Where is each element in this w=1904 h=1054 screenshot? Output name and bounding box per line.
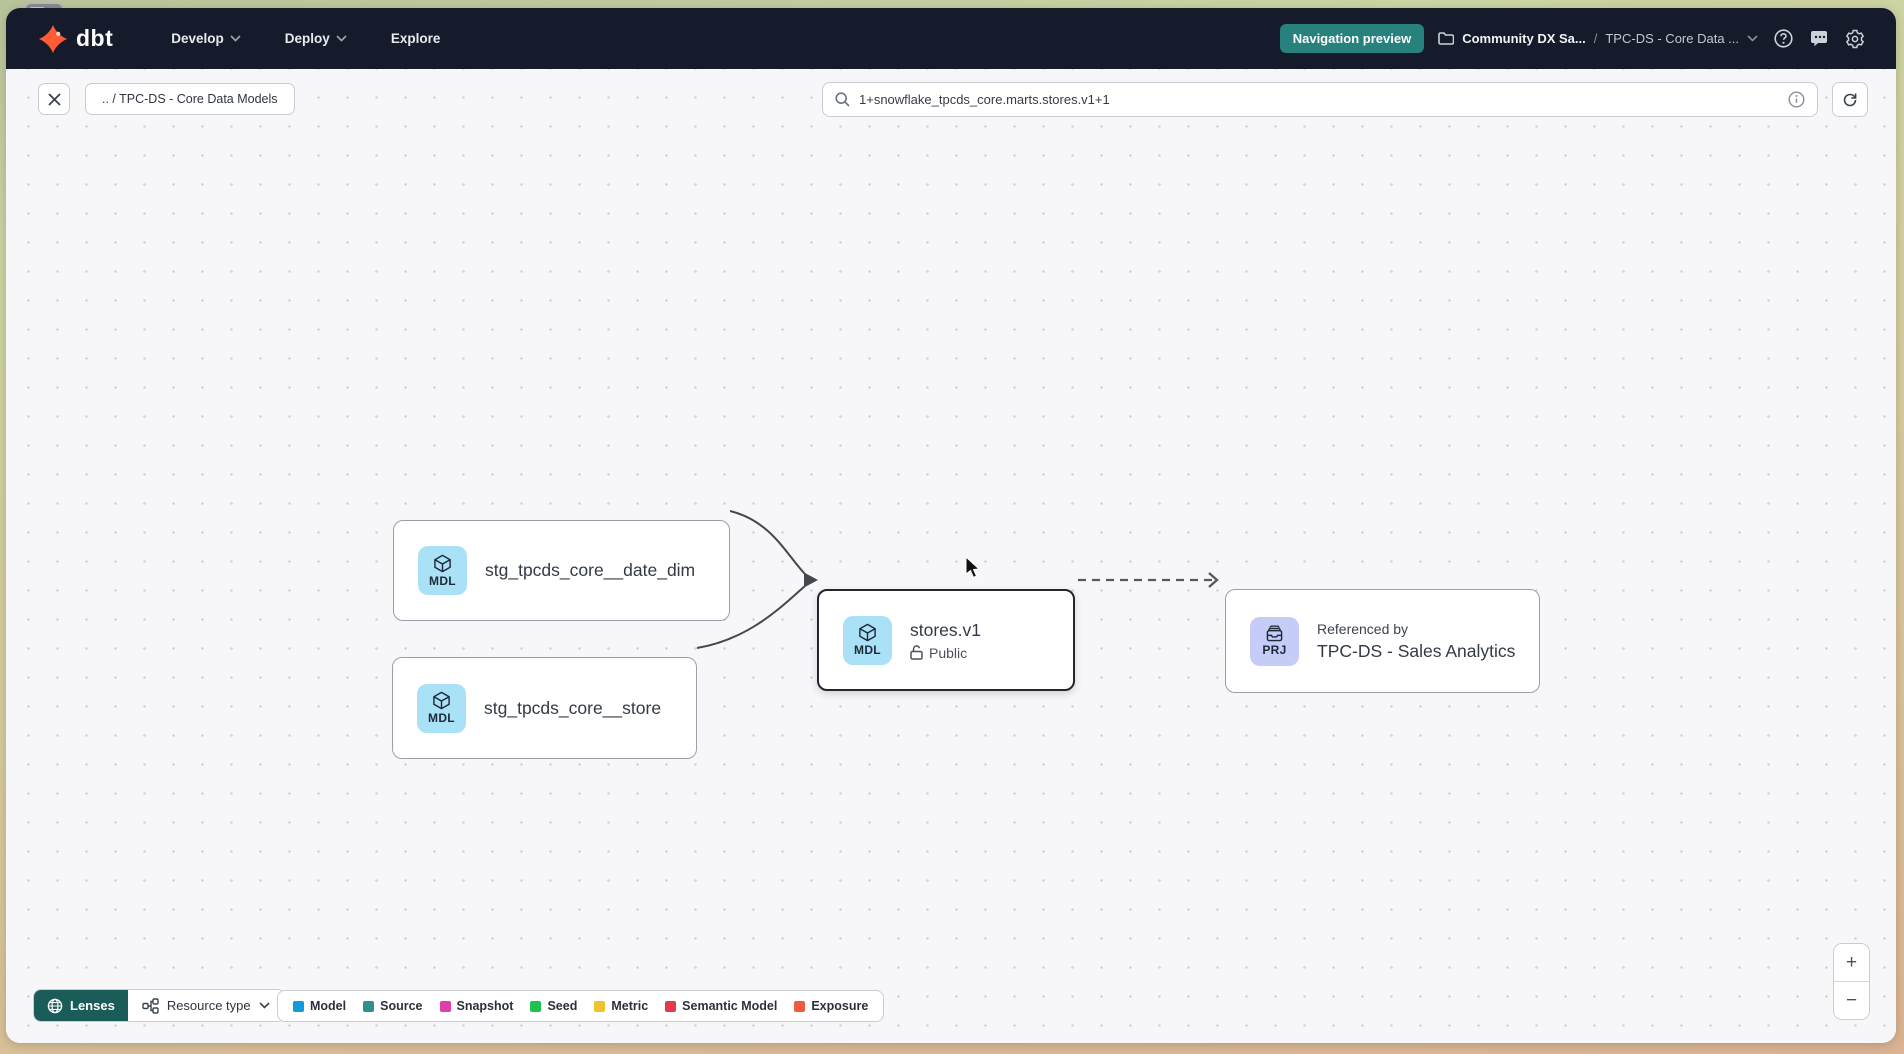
badge-label: PRJ xyxy=(1262,643,1287,657)
badge-label: MDL xyxy=(428,711,455,725)
model-badge: MDL xyxy=(418,546,467,595)
breadcrumb-separator: / xyxy=(1593,31,1598,46)
legend-item-source: Source xyxy=(363,999,423,1013)
legend-swatch xyxy=(665,1000,677,1012)
info-icon[interactable] xyxy=(1788,91,1805,108)
model-badge: MDL xyxy=(843,615,892,665)
node-stg-tpcds-core-date-dim[interactable]: MDL stg_tpcds_core__date_dim xyxy=(393,520,730,621)
project-badge: PRJ xyxy=(1250,616,1299,666)
zoom-controls: + − xyxy=(1833,943,1870,1020)
legend-swatch xyxy=(363,1000,375,1012)
model-badge: MDL xyxy=(417,683,466,733)
legend-label: Semantic Model xyxy=(682,999,778,1013)
legend-item-semantic-model: Semantic Model xyxy=(665,999,777,1013)
breadcrumb-page[interactable]: TPC-DS - Core Data ... xyxy=(1605,31,1739,46)
zoom-in-button[interactable]: + xyxy=(1834,944,1869,982)
feedback-icon[interactable] xyxy=(1808,28,1830,50)
lineage-selector-input[interactable] xyxy=(859,92,1779,107)
lenses-button[interactable]: Lenses xyxy=(34,990,128,1021)
help-icon[interactable] xyxy=(1772,28,1794,50)
lenses-icon xyxy=(47,998,63,1013)
legend-item-exposure: Exposure xyxy=(794,999,868,1013)
breadcrumb-project[interactable]: Community DX Sa... xyxy=(1462,31,1586,46)
chevron-down-icon xyxy=(259,1002,270,1009)
nav-menu-explore-label: Explore xyxy=(390,31,441,46)
cube-icon xyxy=(433,691,450,710)
legend-swatch xyxy=(439,1000,451,1012)
legend-item-model: Model xyxy=(293,999,346,1013)
nav-menu-explore[interactable]: Explore xyxy=(391,31,441,46)
legend-label: Source xyxy=(380,999,423,1013)
close-lineage-button[interactable] xyxy=(38,83,70,115)
node-label: stg_tpcds_core__store xyxy=(484,697,662,718)
resource-type-legend: Model Source Snapshot Seed Metric Semant… xyxy=(277,990,885,1022)
legend-label: Seed xyxy=(547,999,578,1013)
legend-item-seed: Seed xyxy=(530,999,577,1013)
legend-swatch xyxy=(794,1000,806,1012)
search-icon xyxy=(835,92,850,107)
legend-swatch xyxy=(530,1000,542,1012)
node-label: stg_tpcds_core__date_dim xyxy=(485,560,696,580)
resource-type-icon xyxy=(142,997,159,1014)
refresh-icon xyxy=(1843,93,1857,106)
node-label: TPC-DS - Sales Analytics xyxy=(1317,640,1516,661)
badge-label: MDL xyxy=(854,643,881,657)
folder-icon xyxy=(1438,32,1455,45)
refresh-lineage-button[interactable] xyxy=(1832,82,1868,117)
lineage-path-chip[interactable]: .. / TPC-DS - Core Data Models xyxy=(85,83,295,115)
node-stg-tpcds-core-store[interactable]: MDL stg_tpcds_core__store xyxy=(392,657,697,759)
nav-menu-deploy[interactable]: Deploy xyxy=(285,31,347,46)
access-row: Public xyxy=(910,645,981,661)
access-label: Public xyxy=(929,644,968,661)
legend-label: Metric xyxy=(611,999,649,1013)
zoom-out-button[interactable]: − xyxy=(1834,982,1869,1019)
settings-gear-icon[interactable] xyxy=(1844,28,1866,50)
cube-icon xyxy=(434,554,451,572)
app-window: dbt Develop Deploy Explore Navigation pr… xyxy=(6,8,1896,1043)
nav-menu-deploy-label: Deploy xyxy=(284,31,330,46)
chevron-down-icon xyxy=(336,35,347,42)
dbt-logo[interactable]: dbt xyxy=(38,24,113,54)
badge-label: MDL xyxy=(429,573,456,588)
node-stores-v1[interactable]: MDL stores.v1 Public xyxy=(817,589,1075,691)
cube-icon xyxy=(859,623,876,642)
legend-swatch xyxy=(293,1000,304,1012)
top-nav-bar: dbt Develop Deploy Explore Navigation pr… xyxy=(6,8,1896,69)
chevron-down-icon xyxy=(230,35,241,42)
navigation-preview-badge[interactable]: Navigation preview xyxy=(1279,24,1425,53)
node-referenced-by-sales-analytics[interactable]: PRJ Referenced by TPC-DS - Sales Analyti… xyxy=(1225,589,1540,693)
stack-icon xyxy=(1266,625,1283,642)
breadcrumb[interactable]: Community DX Sa... / TPC-DS - Core Data … xyxy=(1438,31,1758,46)
node-sublabel: Referenced by xyxy=(1317,620,1409,637)
legend-label: Snapshot xyxy=(456,999,514,1013)
close-icon xyxy=(47,92,61,106)
legend-swatch xyxy=(594,1000,606,1012)
lenses-label: Lenses xyxy=(70,998,115,1013)
unlock-icon xyxy=(910,645,923,660)
mouse-cursor xyxy=(965,556,981,579)
legend-label: Exposure xyxy=(811,999,869,1013)
chevron-down-icon[interactable] xyxy=(1747,35,1758,42)
legend-item-snapshot: Snapshot xyxy=(439,999,514,1013)
lineage-search-bar[interactable] xyxy=(822,82,1818,117)
resource-type-dropdown[interactable]: Resource type xyxy=(127,990,284,1021)
lineage-edges xyxy=(696,510,1219,649)
lenses-control-group: Lenses Resource type xyxy=(33,989,285,1022)
legend-label: Model xyxy=(310,999,347,1013)
legend-item-metric: Metric xyxy=(594,999,648,1013)
lineage-canvas[interactable]: MDL stg_tpcds_core__date_dim MDL stg_tpc… xyxy=(6,69,1896,1043)
nav-menu-develop[interactable]: Develop xyxy=(171,31,241,46)
resource-type-label: Resource type xyxy=(166,998,251,1013)
dbt-logo-text: dbt xyxy=(76,25,114,51)
dbt-logo-icon xyxy=(38,24,68,53)
nav-menu-develop-label: Develop xyxy=(171,31,224,46)
node-label: stores.v1 xyxy=(910,619,981,640)
